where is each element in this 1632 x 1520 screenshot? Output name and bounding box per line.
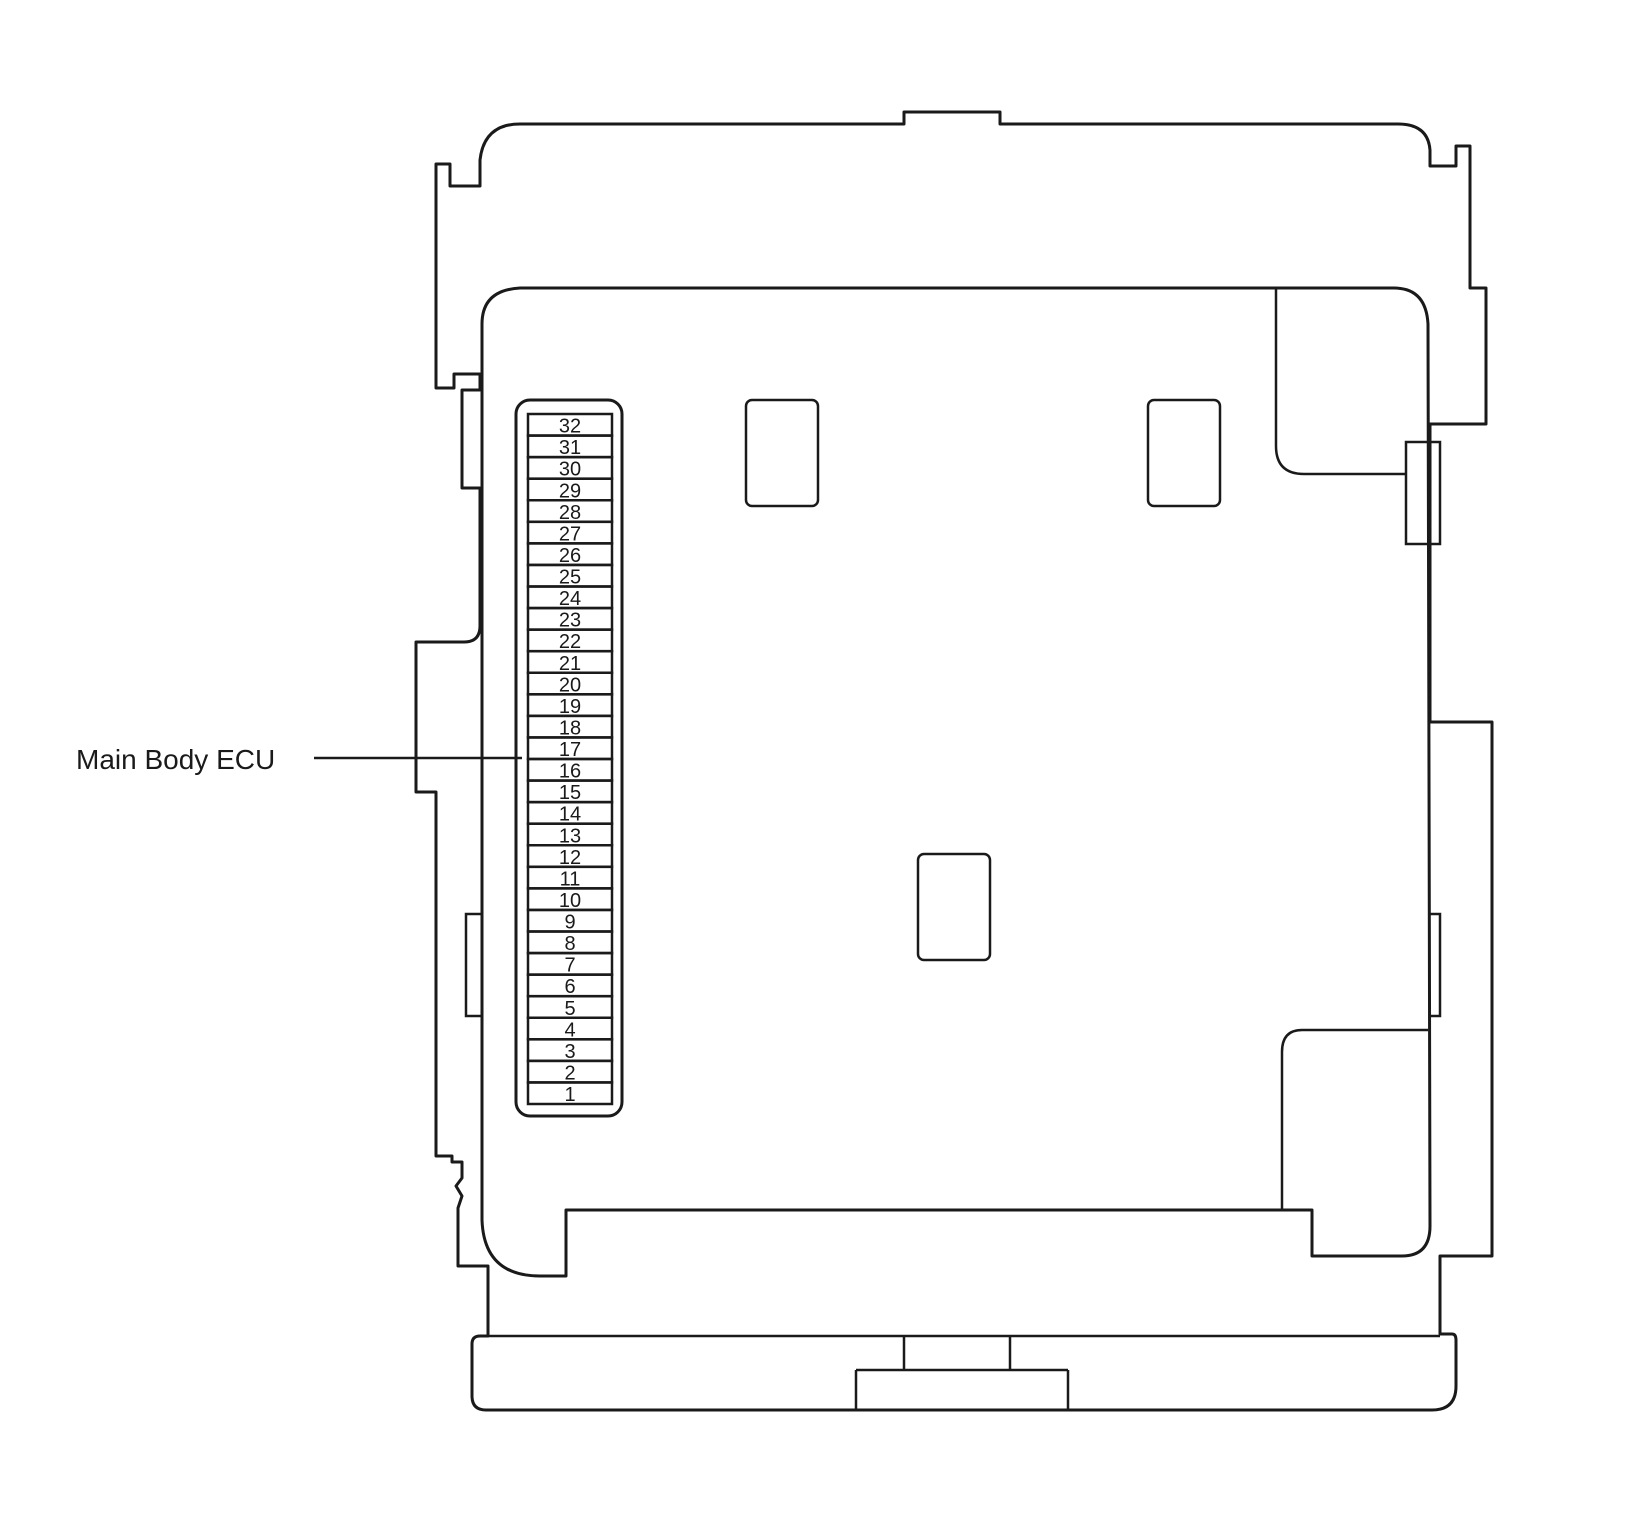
pin-label: 17 (559, 739, 581, 761)
pin-label: 13 (559, 825, 581, 847)
left-notch (464, 912, 482, 1018)
pin-label: 28 (559, 502, 581, 524)
pin-label: 4 (564, 1019, 575, 1041)
pin-label: 16 (559, 761, 581, 783)
pin-label: 19 (559, 696, 581, 718)
pin-label: 30 (559, 459, 581, 481)
pin-label: 24 (559, 588, 581, 610)
pin-cell (526, 1081, 614, 1106)
callout-label: Main Body ECU (76, 744, 275, 775)
pin-label: 9 (564, 912, 575, 934)
pin-label: 2 (564, 1062, 575, 1084)
pin-label: 12 (559, 847, 581, 869)
pin-label: 32 (559, 416, 581, 438)
slot-upper-right (1146, 398, 1222, 508)
pin-label: 25 (559, 567, 581, 589)
lower-right-pocket (1280, 1028, 1428, 1210)
bottom-rail (488, 1334, 1440, 1410)
pin-label: 6 (564, 976, 575, 998)
upper-right-pocket (1274, 288, 1406, 476)
pin-label: 22 (559, 631, 581, 653)
pin-label: 27 (559, 523, 581, 545)
slot-center (916, 852, 992, 962)
connector-pins: 3231302928272625242322212019181716151413… (526, 412, 614, 1106)
pin-label: 11 (560, 868, 581, 890)
right-notch (1430, 912, 1442, 1018)
pin-label: 21 (559, 653, 581, 675)
pin-label: 31 (559, 437, 581, 459)
pin-label: 3 (564, 1041, 575, 1063)
pin-label: 18 (559, 717, 581, 739)
pin-label: 14 (559, 804, 581, 826)
pin-label: 26 (559, 545, 581, 567)
pin-label: 20 (559, 674, 581, 696)
pin-label: 23 (559, 610, 581, 632)
pin-label: 1 (564, 1084, 575, 1106)
slot-upper-left (744, 398, 820, 508)
pin-label: 7 (564, 955, 575, 977)
pin-label: 8 (564, 933, 575, 955)
pin-label: 15 (559, 782, 581, 804)
pin-label: 5 (564, 998, 575, 1020)
pin-label: 10 (559, 890, 581, 912)
right-tab (1404, 440, 1442, 546)
pin-label: 29 (559, 480, 581, 502)
inner-panel-outline (480, 286, 1432, 1278)
